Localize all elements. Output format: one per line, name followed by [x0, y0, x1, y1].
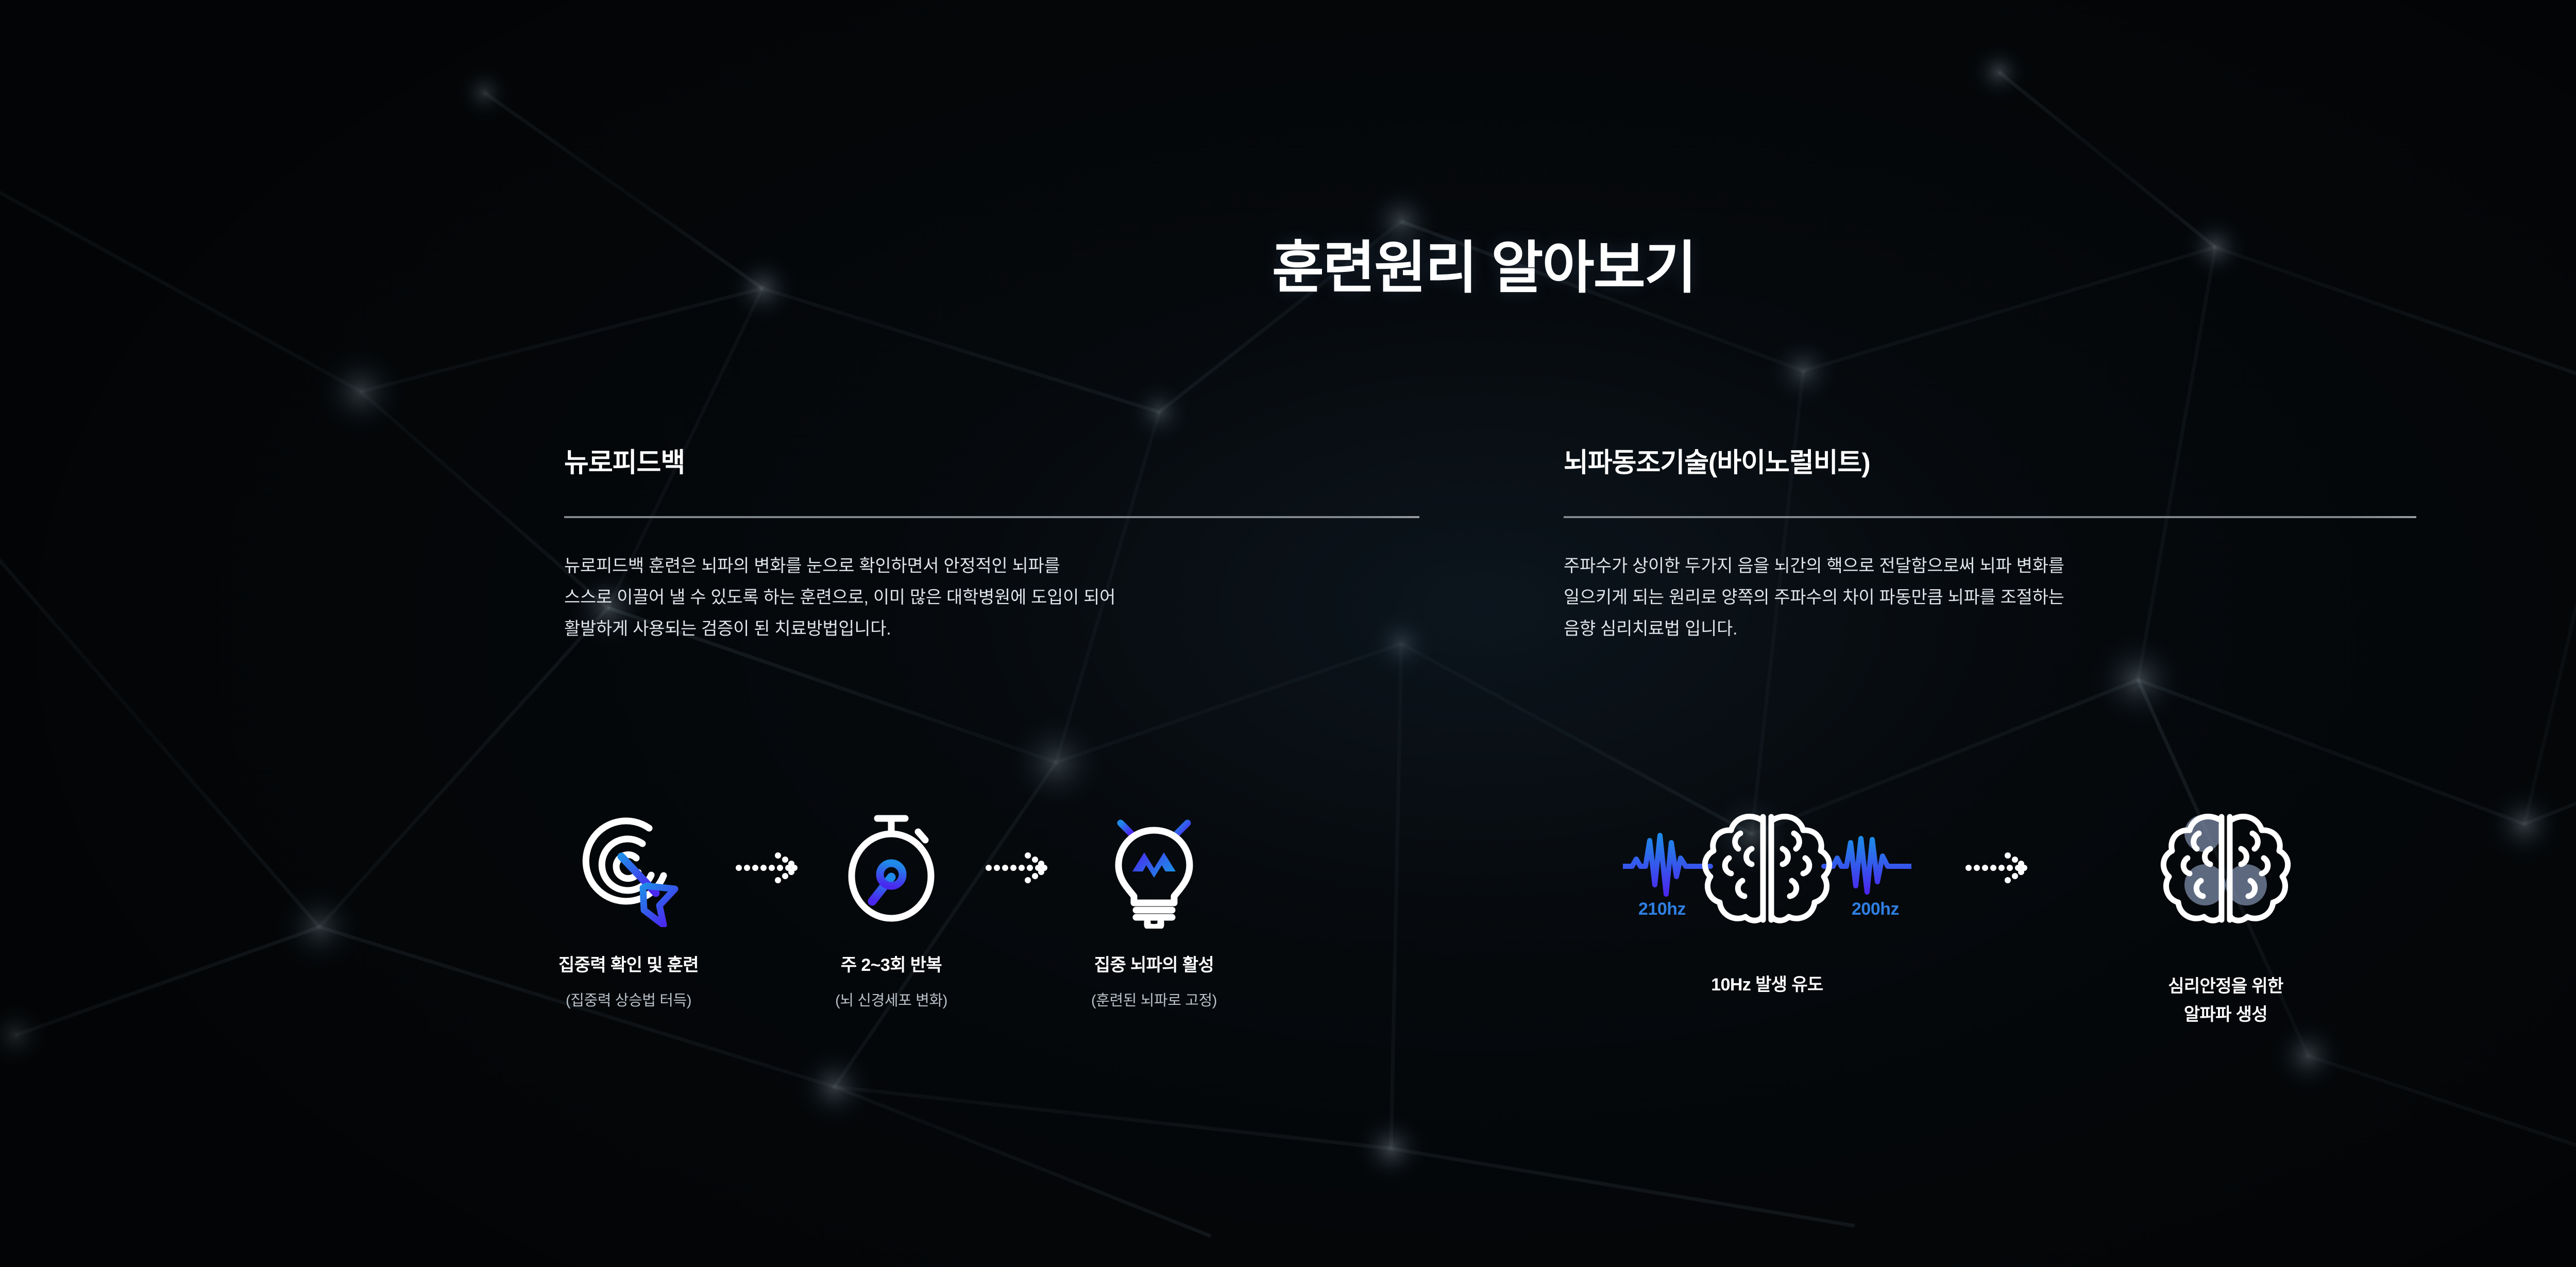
step-label: 집중 뇌파의 활성 [1094, 955, 1214, 975]
step-sublabel: (훈련된 뇌파로 고정) [1091, 992, 1217, 1009]
brain-binaural-icon: 210hz 200hz [1623, 803, 1911, 932]
page-title: 훈련원리 알아보기 [1272, 236, 1697, 300]
column-binaural-beat: 뇌파동조기술(바이노럴비트) 주파수가 상이한 두가지 음을 뇌간의 핵으로 전… [1564, 448, 2416, 645]
dotted-arrow-right-icon [721, 803, 811, 932]
steps-neurofeedback: 집중력 확인 및 훈련 (집중력 상승법 터득) [536, 803, 1247, 1010]
column-heading: 뇌파동조기술(바이노럴비트) [1564, 448, 1871, 478]
column-heading: 뉴로피드백 [564, 448, 685, 478]
step-sublabel: (뇌 신경세포 변화) [835, 992, 947, 1009]
column-divider [1564, 516, 2416, 518]
step-item: 심리안정을 위한 알파파 생성 [2066, 803, 2385, 1029]
right-frequency-label: 200hz [1852, 899, 1900, 919]
column-body-text: 뉴로피드백 훈련은 뇌파의 변화를 눈으로 확인하면서 안정적인 뇌파를 스스로… [564, 556, 1116, 639]
step-label-line1: 심리안정을 위한 [2168, 977, 2283, 996]
step-item: 집중 뇌파의 활성 (훈련된 뇌파로 고정) [1061, 803, 1247, 1010]
dotted-arrow-right-icon [971, 803, 1061, 932]
target-arrow-icon [569, 803, 688, 932]
step-item: 210hz 200hz 10Hz 발생 유도 [1607, 803, 1927, 998]
step-label: 주 2~3회 반복 [840, 955, 942, 975]
step-item: 집중력 확인 및 훈련 (집중력 상승법 터득) [536, 803, 721, 1010]
dotted-arrow-right-icon [1927, 803, 2066, 932]
step-sublabel: (집중력 상승법 터득) [565, 992, 692, 1009]
step-item: 주 2~3회 반복 (뇌 신경세포 변화) [811, 803, 971, 1010]
left-frequency-label: 210hz [1638, 899, 1686, 919]
step-label: 집중력 확인 및 훈련 [558, 955, 699, 975]
column-body-text: 주파수가 상이한 두가지 음을 뇌간의 핵으로 전달함으로써 뇌파 변화를 일으… [1564, 556, 2064, 639]
step-label-line2: 알파파 생성 [2183, 1005, 2268, 1025]
step-label: 심리안정을 위한 알파파 생성 [2168, 972, 2283, 1029]
lightbulb-icon [1100, 803, 1208, 932]
step-label: 10Hz 발생 유도 [1711, 975, 1823, 995]
column-divider [564, 516, 1419, 518]
brain-alpha-icon [2081, 803, 2370, 932]
column-neurofeedback: 뉴로피드백 뉴로피드백 훈련은 뇌파의 변화를 눈으로 확인하면서 안정적인 뇌… [564, 448, 1419, 645]
steps-binaural: 210hz 200hz 10Hz 발생 유도 [1607, 803, 2385, 1029]
stopwatch-icon [840, 803, 943, 932]
